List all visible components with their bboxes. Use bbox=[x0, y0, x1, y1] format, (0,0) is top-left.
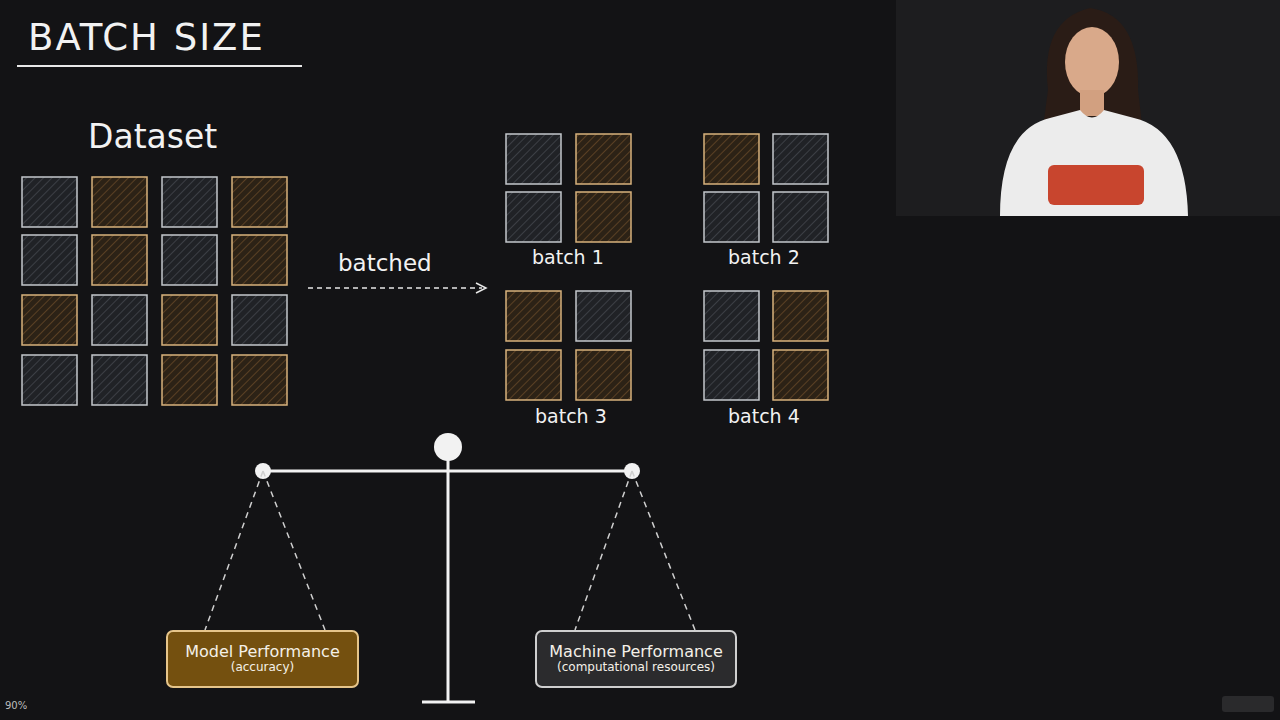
scale-post bbox=[447, 455, 450, 702]
batch-label: batch 4 bbox=[728, 406, 800, 428]
presenter-neck bbox=[1080, 90, 1104, 116]
data-square bbox=[232, 235, 287, 285]
batched-arrow-line bbox=[308, 287, 482, 289]
data-square bbox=[162, 295, 217, 345]
data-square bbox=[773, 192, 828, 242]
data-square bbox=[506, 350, 561, 400]
scale-pivot bbox=[434, 433, 462, 461]
scale-string bbox=[575, 471, 632, 630]
data-square bbox=[704, 350, 759, 400]
batch-label: batch 3 bbox=[535, 406, 607, 428]
data-square bbox=[162, 177, 217, 227]
player-button bbox=[1222, 696, 1274, 712]
data-square bbox=[576, 291, 631, 341]
batch-label: batch 1 bbox=[532, 247, 604, 269]
shirt-print bbox=[1048, 165, 1144, 205]
balance-pan-box: Machine Performance(computational resour… bbox=[535, 630, 737, 688]
data-square bbox=[576, 350, 631, 400]
presenter-face bbox=[1065, 27, 1119, 97]
scale-beam bbox=[263, 470, 632, 473]
data-square bbox=[92, 295, 147, 345]
box-heading: Model Performance bbox=[185, 643, 340, 661]
data-square bbox=[704, 134, 759, 184]
arrow-label: batched bbox=[338, 250, 432, 276]
zoom-indicator: 90% bbox=[5, 700, 27, 712]
data-square bbox=[22, 355, 77, 405]
box-heading: Machine Performance bbox=[549, 643, 722, 661]
title-underline bbox=[17, 65, 302, 67]
data-square bbox=[704, 192, 759, 242]
data-square bbox=[22, 177, 77, 227]
scale-base bbox=[422, 701, 475, 704]
data-square bbox=[704, 291, 759, 341]
webcam-inset bbox=[896, 0, 1280, 216]
data-square bbox=[162, 235, 217, 285]
diagram-title: BATCH SIZE bbox=[28, 17, 265, 60]
data-squares bbox=[22, 134, 828, 405]
webcam-background bbox=[896, 0, 1280, 216]
data-square bbox=[576, 192, 631, 242]
scale-string bbox=[263, 471, 325, 630]
batched-arrow-head bbox=[476, 283, 486, 293]
data-square bbox=[92, 355, 147, 405]
box-subtitle: (computational resources) bbox=[557, 661, 715, 675]
data-square bbox=[22, 295, 77, 345]
box-subtitle: (accuracy) bbox=[231, 661, 295, 675]
data-square bbox=[506, 192, 561, 242]
presenter-shirt bbox=[1000, 110, 1188, 216]
dataset-label: Dataset bbox=[88, 118, 217, 156]
data-square bbox=[92, 177, 147, 227]
data-square bbox=[506, 134, 561, 184]
data-square bbox=[773, 350, 828, 400]
data-square bbox=[506, 291, 561, 341]
data-square bbox=[232, 295, 287, 345]
data-square bbox=[22, 235, 77, 285]
data-square bbox=[162, 355, 217, 405]
batch-label: batch 2 bbox=[728, 247, 800, 269]
data-square bbox=[773, 291, 828, 341]
balance-pan-box: Model Performance(accuracy) bbox=[166, 630, 359, 688]
scale-string bbox=[632, 471, 695, 630]
data-square bbox=[232, 177, 287, 227]
data-square bbox=[576, 134, 631, 184]
data-square bbox=[92, 235, 147, 285]
data-square bbox=[232, 355, 287, 405]
scale-string bbox=[205, 471, 263, 630]
data-square bbox=[773, 134, 828, 184]
